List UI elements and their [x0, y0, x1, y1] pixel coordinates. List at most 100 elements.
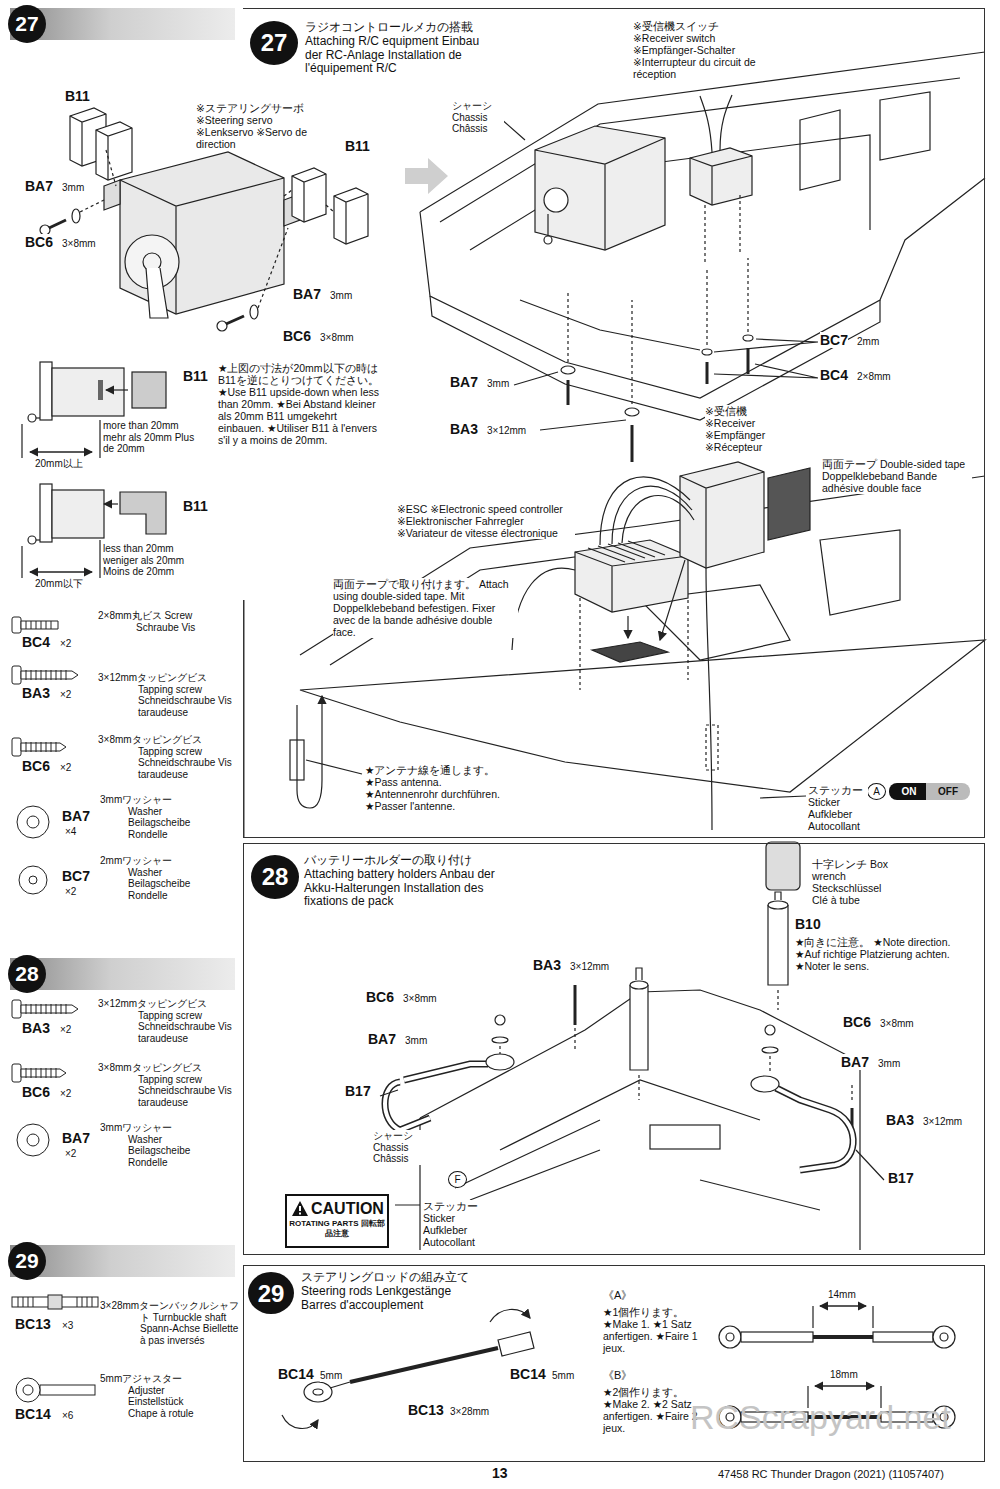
step-heading: ラジオコントロールメカの搭載 Attaching R/C equipment E… [305, 21, 495, 76]
battery-holder-illustration [762, 1047, 778, 1053]
parts-icons [23, 1385, 33, 1395]
step-heading: ステアリングロッドの組み立て Steering rods Lenkgestäng… [301, 1271, 476, 1312]
node-text: 28 [251, 855, 299, 899]
node-text: 27 [250, 21, 298, 65]
note-text: 5mmアジャスター Adjuster Einstellstück Chape à… [100, 1373, 205, 1419]
dimension-figure [40, 362, 52, 420]
note-text: ステッカー Sticker Aufkleber Autocollant [423, 1200, 483, 1248]
dimension-text: 20mm以下 [35, 578, 83, 590]
dimension-text: 3×8mm [880, 1018, 914, 1030]
battery-holder-illustration [777, 990, 778, 1010]
note-text: ※ESC ※Electronic speed controller ※Elekt… [397, 503, 575, 539]
dimension-figure [30, 451, 92, 452]
battery-holder-illustration [470, 1080, 820, 1210]
chassis-illustration [535, 126, 665, 250]
note-text: 両面テープ Double-sided tape Doppelklebeband … [822, 458, 972, 494]
dimension-figure [132, 372, 166, 408]
chassis-illustration [700, 95, 732, 152]
steering-rod-illustration [873, 1332, 933, 1342]
chassis-illustration [321, 696, 322, 712]
dimension-figure [30, 571, 92, 572]
steering-rod-illustration [498, 1332, 534, 1356]
chassis-illustration [300, 476, 985, 792]
chassis-illustration [706, 362, 709, 384]
steering-rod-illustration [741, 1332, 813, 1342]
chassis-illustration [627, 616, 628, 638]
battery-holder-illustration [650, 1125, 720, 1149]
battery-holder-illustration [486, 1054, 514, 1070]
part-label: BA7 [368, 1031, 396, 1047]
chassis-illustration [420, 52, 985, 398]
node-text: OFF [926, 783, 970, 800]
dimension-text: 3mm [405, 1035, 427, 1047]
steering-rod-illustration [304, 1382, 332, 1402]
part-label: B11 [183, 368, 208, 384]
step-band: 27 [10, 8, 235, 40]
steering-rod-illustration [330, 1382, 350, 1388]
parts-icons [12, 666, 78, 684]
chassis-illustration [592, 642, 668, 662]
servo-subassembly [217, 321, 227, 331]
part-label: BC13 [15, 1316, 51, 1332]
chassis-illustration [568, 258, 748, 404]
dimension-text: ×2 [60, 689, 71, 701]
note-text: シャーシ Chassis Châssis [452, 100, 504, 135]
panel-border [243, 600, 245, 838]
part-label: B17 [888, 1170, 914, 1186]
servo-subassembly [96, 128, 132, 180]
chassis-illustration [760, 796, 806, 798]
dimension-figure [120, 492, 166, 534]
battery-holder-illustration [630, 981, 648, 989]
chassis-illustration [580, 598, 688, 690]
dimension-figure [22, 420, 100, 458]
watermark: RCScrapyard.net [690, 1398, 951, 1437]
dimension-text: ×2 [60, 762, 71, 774]
dimension-text: ×2 [65, 886, 76, 898]
part-label: BC6 [366, 989, 394, 1005]
servo-subassembly [120, 178, 284, 314]
chassis-illustration [680, 462, 764, 568]
battery-holder-illustration [630, 985, 648, 1070]
part-label: B11 [183, 498, 208, 514]
servo-subassembly [120, 152, 284, 314]
dimension-text: ×2 [60, 638, 71, 650]
steering-rod-illustration [719, 1326, 741, 1348]
battery-holder-illustration [776, 1088, 853, 1170]
steering-rod-illustration [490, 1309, 530, 1322]
servo-subassembly [292, 168, 326, 222]
part-label: BC14 [510, 1366, 546, 1382]
dimension-text: 3mm [487, 378, 509, 390]
dimension-text: 3×8mm [403, 993, 437, 1005]
note-text: 2mmワッシャー Washer Beilagscheibe Rondelle [100, 855, 200, 901]
battery-holder-illustration [768, 901, 788, 909]
chassis-illustration [500, 118, 818, 430]
note-text: less than 20mm weniger als 20mm Moins de… [103, 543, 198, 578]
chassis-illustration [306, 760, 362, 774]
chassis-illustration [631, 425, 634, 462]
dimension-text: 14mm [828, 1289, 856, 1301]
chassis-illustration [706, 568, 712, 830]
chassis-illustration [297, 705, 322, 808]
steering-rod-illustration [313, 1389, 323, 1395]
switch-on-label: ON [889, 783, 929, 800]
chassis-illustration [660, 560, 685, 640]
battery-holder-illustration [574, 1028, 575, 1050]
part-label: BA3 [22, 685, 50, 701]
battery-holder-illustration [851, 1085, 852, 1100]
chassis-illustration [747, 348, 750, 374]
dimension-figure [104, 503, 118, 504]
note-text: ★アンテナ線を通します。 ★Pass antenna. ★Antennenroh… [365, 764, 515, 812]
switch-off-label: OFF [926, 783, 970, 800]
node-text: A [868, 784, 885, 799]
caution-sticker: CAUTIONROTATING PARTS 回転部品注意 [285, 1194, 389, 1248]
parts-icons [17, 1124, 49, 1156]
note-text: 3×12mmタッピングビス Tapping screw Schneidschra… [98, 998, 233, 1044]
parts-icons [12, 738, 66, 756]
note-text: ★向きに注意。 ★Note direction. ★Auf richtige P… [795, 936, 960, 972]
part-label: BA3 [533, 957, 561, 973]
part-label: BA3 [450, 421, 478, 437]
dimension-text: ×4 [65, 826, 76, 838]
part-label: BA7 [293, 286, 321, 302]
battery-holder-illustration [765, 1025, 775, 1035]
note-text: 2×8mm丸ビス Screw Schraube Vis [98, 610, 198, 633]
